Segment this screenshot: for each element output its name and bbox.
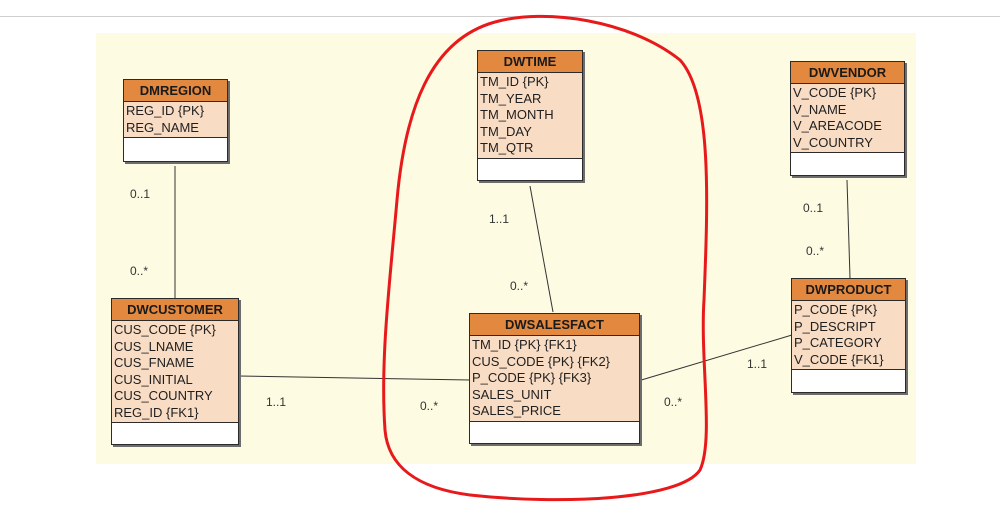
entity-attributes: P_CODE {PK} P_DESCRIPT P_CATEGORY V_CODE… [792,301,905,370]
attribute: TM_ID {PK} {FK1} [472,337,577,352]
attribute: CUS_FNAME [114,355,195,370]
entity-dwproduct[interactable]: DWPRODUCT P_CODE {PK} P_DESCRIPT P_CATEG… [791,278,906,393]
attribute: V_CODE {PK} [793,85,877,100]
attribute: P_CODE {PK} [794,302,878,317]
top-divider [0,16,1000,17]
entity-dwtime[interactable]: DWTIME TM_ID {PK} TM_YEAR TM_MONTH TM_DA… [477,50,583,181]
entity-attributes: TM_ID {PK} {FK1} CUS_CODE {PK} {FK2} P_C… [470,336,639,422]
attribute: CUS_CODE {PK} [114,322,216,337]
time-fact-link [529,185,554,313]
entity-title: DWPRODUCT [792,279,905,301]
entity-dwvendor[interactable]: DWVENDOR V_CODE {PK} V_NAME V_AREACODE V… [790,61,905,176]
attribute: TM_YEAR [480,90,542,106]
multiplicity-label: 0..* [130,264,149,278]
fact-highlight-outline [382,14,709,502]
attribute: CUS_LNAME [114,338,194,354]
attribute: REG_NAME [126,119,199,135]
entity-attributes: REG_ID {PK} REG_NAME [124,102,227,138]
attribute: P_CODE {PK} {FK3} [472,370,592,385]
attribute: CUS_COUNTRY [114,388,213,403]
attribute: V_COUNTRY [793,134,873,150]
attribute: TM_MONTH [480,107,554,122]
entity-title: DWSALESFACT [470,314,639,336]
entity-attributes: V_CODE {PK} V_NAME V_AREACODE V_COUNTRY [791,84,904,153]
entity-title: DWCUSTOMER [112,299,238,321]
entity-methods-compartment [792,370,905,392]
entity-title: DWTIME [478,51,582,73]
attribute: P_DESCRIPT [794,318,876,334]
entity-methods-compartment [124,138,227,161]
entity-methods-compartment [791,153,904,175]
attribute: SALES_PRICE [472,403,561,418]
multiplicity-label: 1..1 [489,212,510,226]
attribute: SALES_UNIT [472,386,552,402]
attribute: V_NAME [793,101,847,117]
entity-methods-compartment [478,158,582,180]
attribute: CUS_CODE {PK} {FK2} [472,353,611,369]
product-fact-link [637,334,793,382]
vendor-product-link [846,179,851,279]
multiplicity-label: 0..* [806,244,825,258]
entity-title: DMREGION [124,80,227,102]
multiplicity-label: 1..1 [747,357,768,371]
attribute: REG_ID {FK1} [114,404,199,420]
entity-attributes: TM_ID {PK} TM_YEAR TM_MONTH TM_DAY TM_QT… [478,73,582,159]
entity-title: DWVENDOR [791,62,904,84]
attribute: TM_QTR [480,140,534,155]
entity-methods-compartment [112,423,238,444]
multiplicity-label: 0..1 [803,201,824,215]
entity-dwsalesfact[interactable]: DWSALESFACT TM_ID {PK} {FK1} CUS_CODE {P… [469,313,640,444]
entity-dmregion[interactable]: DMREGION REG_ID {PK} REG_NAME [123,79,228,162]
attribute: P_CATEGORY [794,335,882,350]
attribute: V_CODE {FK1} [794,351,884,367]
attribute: TM_DAY [480,123,532,139]
multiplicity-label: 0..* [664,395,683,409]
attribute: CUS_INITIAL [114,371,193,387]
multiplicity-label: 1..1 [266,395,287,409]
attribute: REG_ID {PK} [126,103,205,118]
attribute: V_AREACODE [793,118,882,133]
customer-fact-link [237,375,471,381]
multiplicity-label: 0..* [420,399,439,413]
entity-methods-compartment [470,421,639,443]
multiplicity-label: 0..1 [130,187,151,201]
multiplicity-label: 0..* [510,279,529,293]
attribute: TM_ID {PK} [480,74,549,89]
entity-attributes: CUS_CODE {PK} CUS_LNAME CUS_FNAME CUS_IN… [112,321,238,423]
entity-dwcustomer[interactable]: DWCUSTOMER CUS_CODE {PK} CUS_LNAME CUS_F… [111,298,239,445]
